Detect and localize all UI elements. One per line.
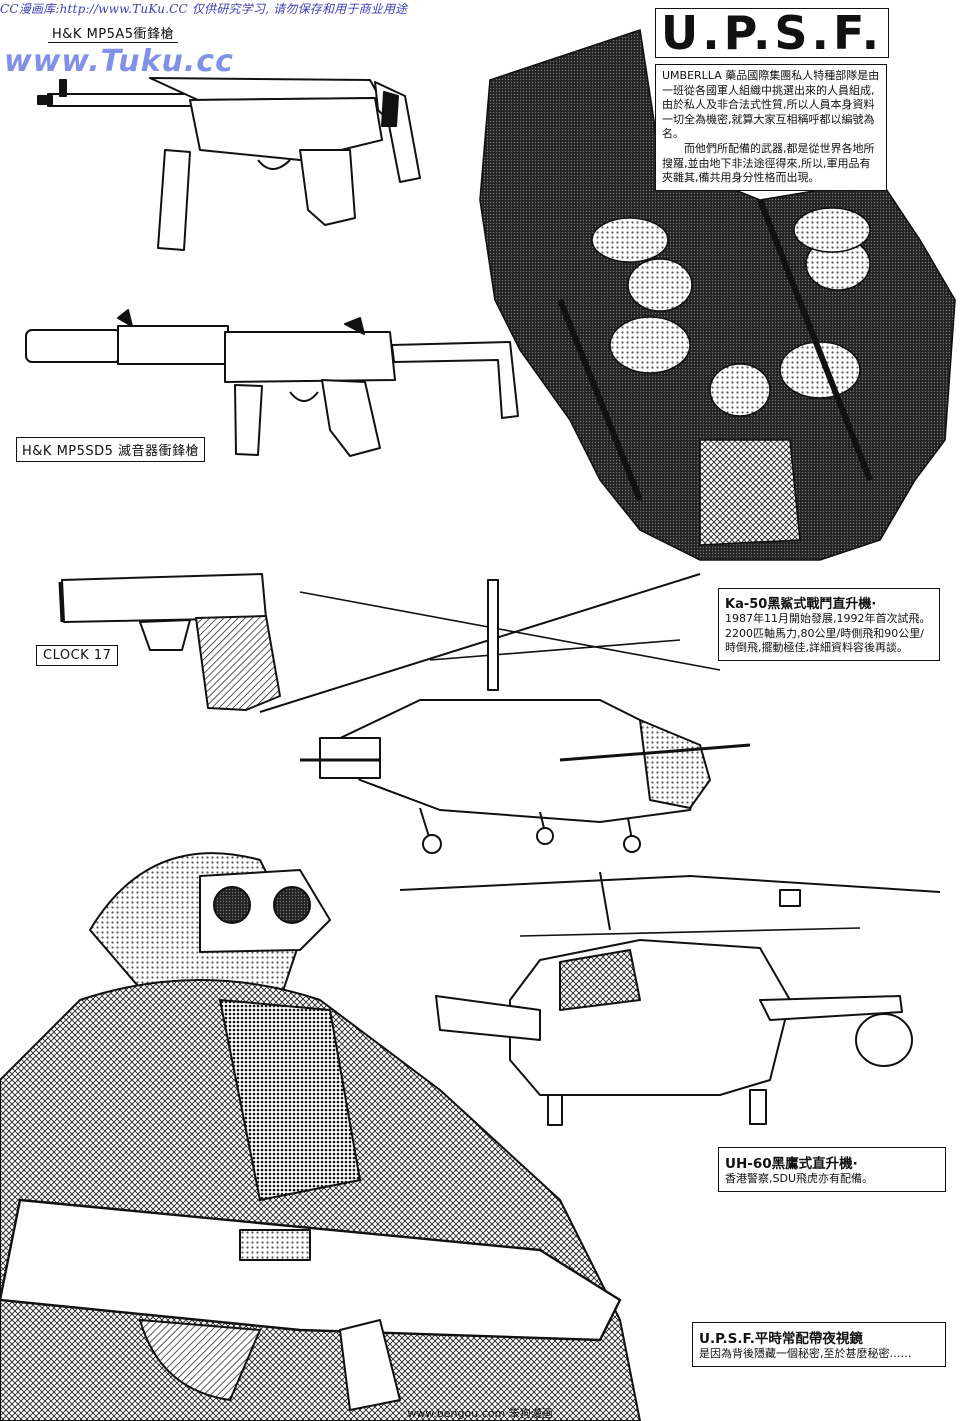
glock-label: CLOCK 17 [36, 645, 119, 666]
uh60-body: 香港警察,SDU飛虎亦有配備。 [725, 1172, 873, 1185]
ka50-body: 1987年11月開始發展,1992年首次試飛。2200匹軸馬力,80公里/時側飛… [725, 612, 931, 655]
upsf-title: U.P.S.F. [655, 8, 889, 58]
mp5sd5-label: H&K MP5SD5 滅音器衝鋒槍 [16, 437, 206, 462]
upsf-paragraph: 而他們所配備的武器,都是從世界各地所搜羅,並由地下非法途徑得來,所以,軍用品有夾… [662, 141, 875, 185]
nvg-soldier-drawing [0, 852, 641, 1421]
uh60-drawing [399, 871, 941, 1126]
ka50-title: Ka-50黑鯊式戰鬥直升機· [725, 597, 877, 612]
mp5sd5-drawing [25, 309, 519, 457]
watermark-top-line: CC漫画库:http://www.TuKu.CC 仅供研究学习, 请勿保存和用于… [0, 2, 408, 16]
mp5a5-label: H&K MP5A5衝鋒槍 [48, 23, 179, 43]
mp5a5-drawing [37, 77, 421, 251]
upsf-info-box: UMBERLLA 藥品國際集團私人特種部隊是由一班從各國軍人組織中挑選出來的人員… [655, 64, 887, 191]
footer-site-text: www.bengou.com 笨狗漫画 [407, 1407, 553, 1420]
watermark-site-url: www.Tuku.cc [4, 44, 234, 79]
ka50-info-box: Ka-50黑鯊式戰鬥直升機· 1987年11月開始發展,1992年首次試飛。22… [718, 588, 940, 661]
glock-drawing [58, 573, 281, 711]
nvg-info-box: U.P.S.F.平時常配帶夜視鏡 是因為背後隱藏一個秘密,至於甚麼秘密…… [692, 1322, 946, 1367]
upsf-paragraph: UMBERLLA 藥品國際集團私人特種部隊是由一班從各國軍人組織中挑選出來的人員… [662, 69, 880, 141]
uh60-info-box: UH-60黑鷹式直升機· 香港警察,SDU飛虎亦有配備。 [718, 1147, 946, 1192]
ka50-drawing [259, 573, 751, 854]
nvg-body: 是因為背後隱藏一個秘密,至於甚麼秘密…… [699, 1347, 912, 1360]
nvg-title: U.P.S.F.平時常配帶夜視鏡 [699, 1331, 863, 1347]
soldier-group-drawing [479, 28, 956, 561]
uh60-title: UH-60黑鷹式直升機· [725, 1156, 858, 1172]
